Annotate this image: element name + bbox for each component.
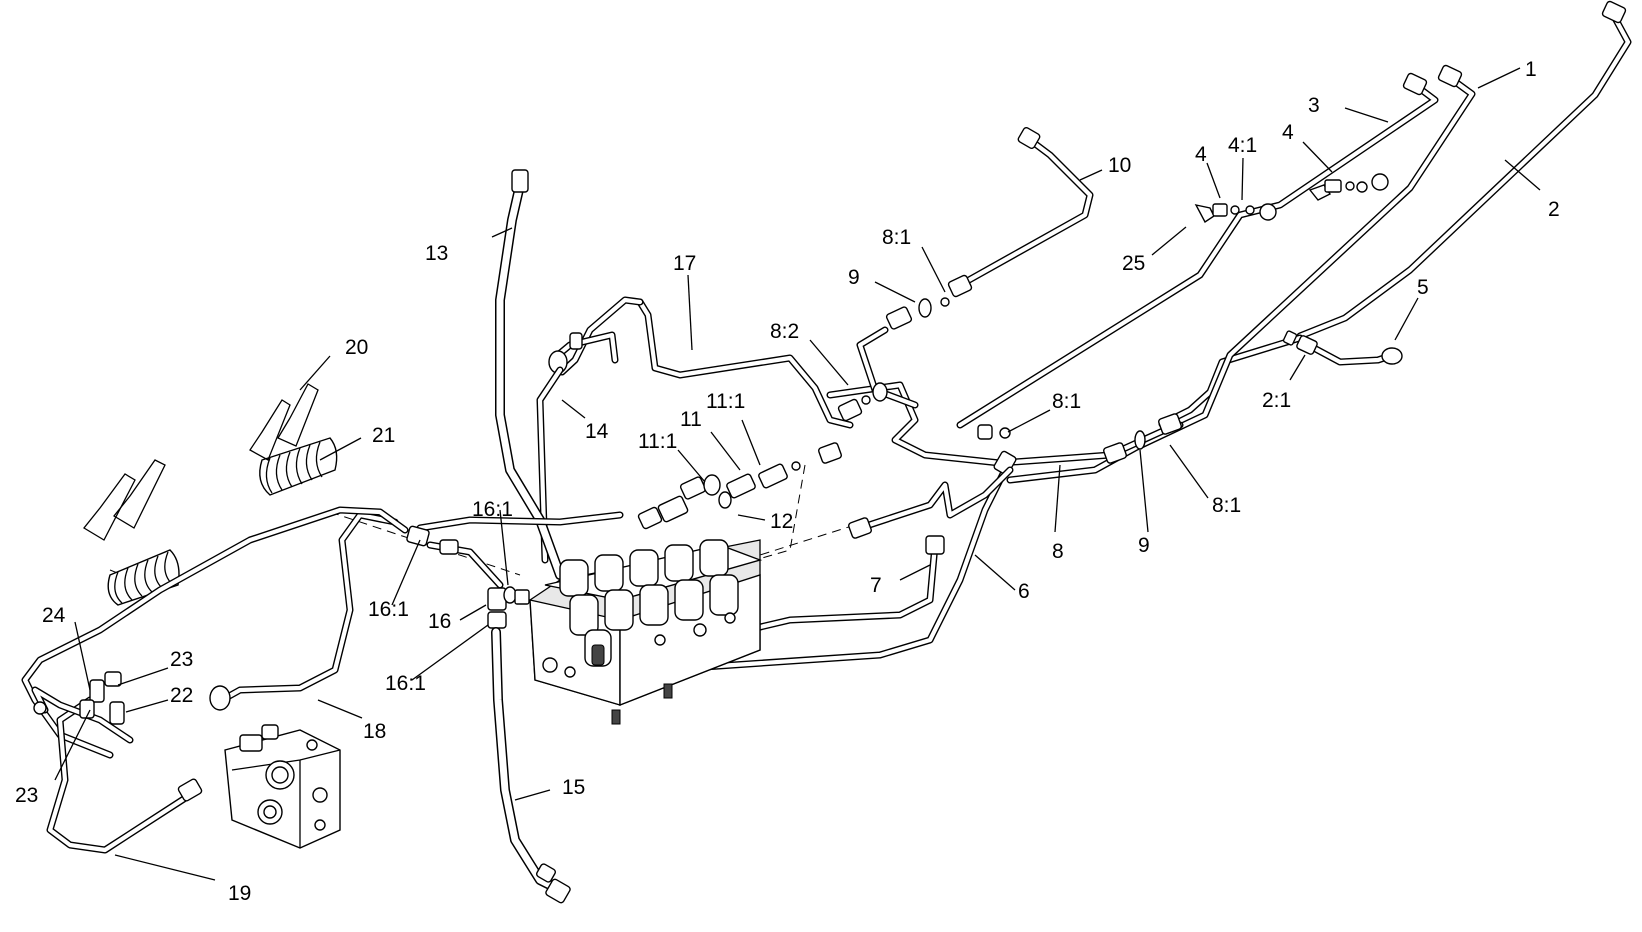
adapter-4-right <box>1308 179 1355 201</box>
valve-manifold-block <box>529 539 763 725</box>
callout-14: 14 <box>585 420 609 443</box>
parts-drawing <box>21 0 1632 904</box>
clamp-20-lower <box>83 459 166 541</box>
callout-4: 4 <box>1282 121 1294 144</box>
callout-2-1: 2:1 <box>1262 389 1291 412</box>
callout-18: 18 <box>363 720 386 743</box>
callout-24: 24 <box>42 604 66 627</box>
tube-17 <box>558 296 919 429</box>
callout-12: 12 <box>770 510 793 533</box>
callout-8-2: 8:2 <box>770 320 799 343</box>
callout-21: 21 <box>372 424 395 447</box>
hose-18 <box>209 511 399 711</box>
callout-23: 23 <box>15 784 38 807</box>
callout-9: 9 <box>848 266 860 289</box>
callout-16-1: 16:1 <box>368 598 409 621</box>
solenoid-cartridges <box>559 539 739 667</box>
callout-23: 23 <box>170 648 193 671</box>
tube-5 <box>1282 330 1403 366</box>
tube-10 <box>885 126 1094 330</box>
callout-16-1: 16:1 <box>385 672 426 695</box>
tube-3 <box>956 72 1439 429</box>
tube-2 <box>1158 0 1632 428</box>
tube-1 <box>1006 64 1476 484</box>
callout-2: 2 <box>1548 198 1560 221</box>
callout-13: 13 <box>425 242 448 265</box>
callout-11-1: 11:1 <box>706 390 745 413</box>
callout-10: 10 <box>1108 154 1131 177</box>
callout-16: 16 <box>428 610 451 633</box>
hose-15 <box>491 627 571 904</box>
callout-7: 7 <box>870 574 882 597</box>
callout-20: 20 <box>345 336 368 359</box>
tube-upper-left <box>406 511 624 589</box>
callout-8-1: 8:1 <box>1052 390 1081 413</box>
callout-9: 9 <box>1138 534 1150 557</box>
callout-25: 25 <box>1122 252 1145 275</box>
callout-4-1: 4:1 <box>1228 134 1257 157</box>
fittings-11-12 <box>637 461 801 530</box>
callout-3: 3 <box>1308 94 1320 117</box>
callout-15: 15 <box>562 776 585 799</box>
leader-lines <box>54 67 1541 881</box>
callout-11-1: 11:1 <box>638 430 677 453</box>
callout-19: 19 <box>228 882 251 905</box>
callout-16-1: 16:1 <box>472 498 513 521</box>
fitting-16 <box>487 586 530 629</box>
hose-guard-21-lower <box>107 549 180 606</box>
callout-labels: 1 2 3 4 4:1 4 5 2:1 25 10 8:1 9 17 13 8:… <box>15 58 1560 905</box>
callout-1: 1 <box>1525 58 1537 81</box>
callout-11: 11 <box>680 408 702 431</box>
callout-22: 22 <box>170 684 193 707</box>
callout-17: 17 <box>673 252 696 275</box>
tube-center <box>818 442 1014 539</box>
callout-8: 8 <box>1052 540 1064 563</box>
callout-8-1: 8:1 <box>1212 494 1241 517</box>
tee-fittings-22-23-24 <box>79 671 125 725</box>
callout-6: 6 <box>1018 580 1030 603</box>
clamp-20-upper <box>249 383 319 461</box>
callout-4: 4 <box>1195 143 1207 166</box>
callout-8-1: 8:1 <box>882 226 911 249</box>
tube-loop-left <box>21 506 409 854</box>
fitting-14 <box>536 331 619 564</box>
adapter-4-left <box>1194 203 1240 224</box>
oring-8-1-center <box>977 424 1011 440</box>
callout-5: 5 <box>1417 276 1429 299</box>
lower-manifold-block <box>224 724 341 849</box>
hose-guard-21-upper <box>259 437 338 496</box>
